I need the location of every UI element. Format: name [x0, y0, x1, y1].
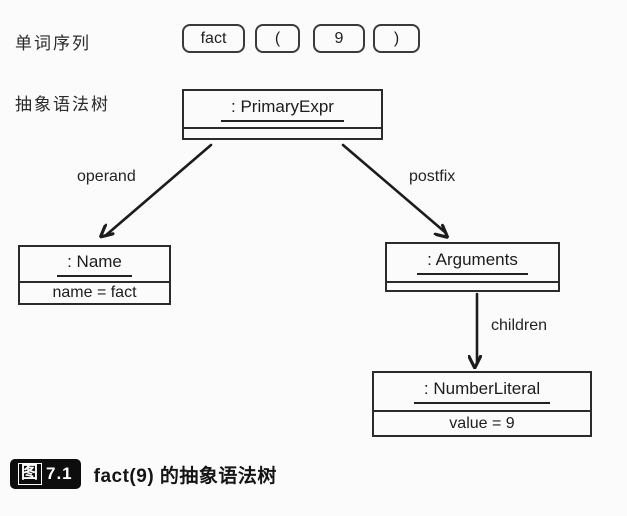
token-open-paren: ( [255, 24, 300, 53]
node-number-literal-title: : NumberLiteral [374, 373, 590, 410]
figure-caption-badge: 图 7.1 [10, 459, 81, 489]
node-primary-expr-title-text: : PrimaryExpr [221, 97, 344, 122]
token-sequence-label: 单词序列 [15, 34, 91, 53]
figure-caption-badge-prefix: 图 [18, 463, 42, 485]
edge-label-postfix: postfix [409, 168, 456, 185]
edge-operand-arrow [105, 143, 213, 236]
node-primary-expr-title: : PrimaryExpr [184, 91, 381, 127]
token-fact: fact [182, 24, 245, 53]
node-arguments: : Arguments [385, 242, 560, 292]
node-name: : Name name = fact [18, 245, 171, 305]
token-close-paren: ) [373, 24, 420, 53]
token-number-9: 9 [313, 24, 365, 53]
node-arguments-title: : Arguments [387, 244, 558, 281]
node-number-literal: : NumberLiteral value = 9 [372, 371, 592, 437]
node-primary-expr-empty-compartment [184, 127, 381, 138]
edge-label-children: children [491, 317, 548, 334]
node-arguments-title-text: : Arguments [417, 250, 528, 275]
node-name-title-text: : Name [57, 252, 132, 277]
edge-label-operand: operand [77, 168, 136, 185]
node-name-attr: name = fact [20, 281, 169, 303]
figure-caption: 图 7.1 fact(9) 的抽象语法树 [10, 459, 277, 489]
edge-postfix-arrow [341, 143, 446, 233]
node-number-literal-title-text: : NumberLiteral [413, 379, 551, 404]
node-name-title: : Name [20, 247, 169, 281]
node-number-literal-attr: value = 9 [374, 410, 590, 435]
node-primary-expr: : PrimaryExpr [182, 89, 383, 140]
node-arguments-empty-compartment [387, 281, 558, 290]
figure-caption-text: fact(9) 的抽象语法树 [93, 465, 277, 487]
figure-caption-badge-number: 7.1 [46, 464, 73, 483]
ast-label: 抽象语法树 [15, 95, 110, 114]
